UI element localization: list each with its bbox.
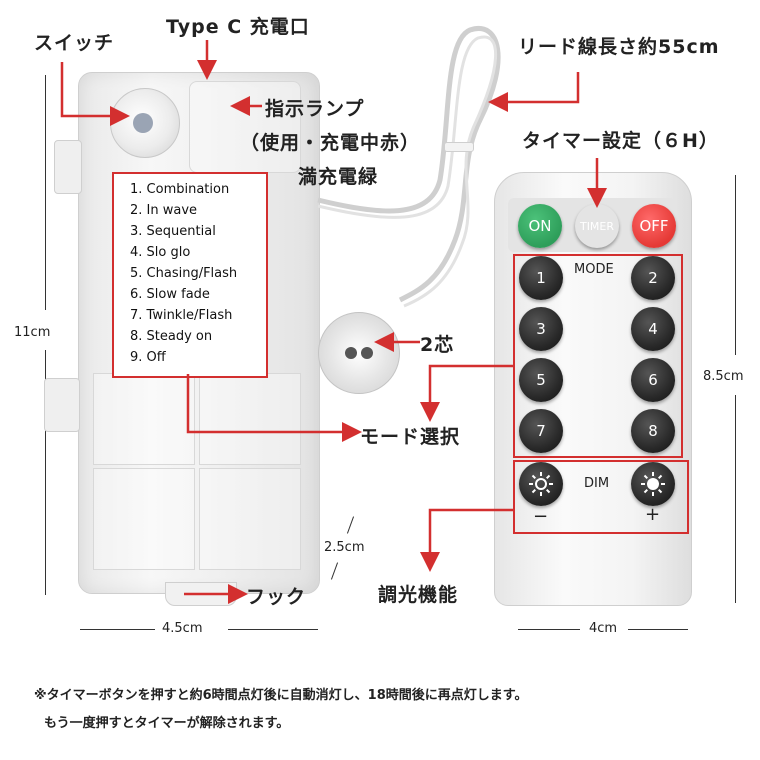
remote-width-label: 4cm — [589, 621, 618, 636]
sun-bright-icon — [641, 472, 665, 496]
lead-wire-label: リード線長さ約55cm — [518, 36, 720, 58]
mode-item-7: 7. Twinkle/Flash — [130, 308, 233, 323]
dim-up-button[interactable] — [631, 462, 675, 506]
note-line-1: ※タイマーボタンを押すと約6時間点灯後に自動消灯し、18時間後に再点灯します。 — [34, 688, 528, 703]
width-dimension-line-right — [228, 629, 318, 630]
hook-label: フック — [246, 586, 307, 608]
indicator-label-3: 満充電緑 — [298, 166, 379, 188]
two-core-label: 2芯 — [420, 334, 455, 356]
indicator-label-2: （使用・充電中赤） — [240, 132, 421, 154]
switch-arrow — [60, 62, 130, 126]
remote-height-line-bottom — [735, 395, 736, 603]
off-button[interactable]: OFF — [632, 204, 676, 248]
mode-button-6[interactable]: 6 — [631, 358, 675, 402]
connector-pin-1 — [345, 347, 357, 359]
height-dimension-label: 11cm — [14, 325, 51, 340]
timer-button[interactable]: TIMER — [575, 204, 619, 248]
mode-button-8[interactable]: 8 — [631, 409, 675, 453]
mode-item-4: 4. Slo glo — [130, 245, 191, 260]
note-line-2: もう一度押すとタイマーが解除されます。 — [44, 716, 290, 731]
switch-label: スイッチ — [34, 32, 115, 54]
mode-item-1: 1. Combination — [130, 182, 230, 197]
dim-label: DIM — [584, 476, 610, 491]
remote-height-line-top — [735, 175, 736, 355]
battery-compartment-3 — [93, 468, 195, 570]
dim-plus-label: + — [645, 504, 661, 525]
battery-compartment-2 — [199, 373, 301, 465]
mode-item-3: 3. Sequential — [130, 224, 216, 239]
dim-buttons-highlight — [513, 460, 689, 534]
depth-dimension-label: 2.5cm — [324, 540, 365, 555]
mode-button-3[interactable]: 3 — [519, 307, 563, 351]
dim-minus-label: − — [533, 506, 549, 527]
mode-item-2: 2. In wave — [130, 203, 198, 218]
height-dimension-line-bottom — [45, 350, 46, 595]
switch-knob-icon — [133, 113, 153, 133]
battery-compartment-4 — [199, 468, 301, 570]
mode-button-5[interactable]: 5 — [519, 358, 563, 402]
mode-item-6: 6. Slow fade — [130, 287, 210, 302]
mode-button-7[interactable]: 7 — [519, 409, 563, 453]
dimming-arrow — [420, 508, 513, 572]
mode-item-5: 5. Chasing/Flash — [130, 266, 238, 281]
mode-button-2[interactable]: 2 — [631, 256, 675, 300]
mode-buttons-highlight — [513, 254, 683, 458]
remote-width-line-right — [628, 629, 688, 630]
type-c-label: Type C 充電口 — [166, 16, 310, 38]
indicator-label-1: 指示ランプ — [265, 98, 365, 120]
dimming-label: 調光機能 — [378, 584, 459, 606]
lead-wire-arrow — [488, 72, 580, 112]
side-clip-top — [54, 140, 82, 194]
mode-button-1[interactable]: 1 — [519, 256, 563, 300]
sun-icon — [529, 472, 553, 496]
wire-tie — [444, 142, 474, 152]
mode-item-9: 9. Off — [130, 350, 166, 365]
mode-select-arrow-2 — [420, 364, 513, 422]
height-dimension-line-top — [45, 75, 46, 310]
remote-width-line-left — [518, 629, 580, 630]
mode-button-4[interactable]: 4 — [631, 307, 675, 351]
width-dimension-line-left — [80, 629, 155, 630]
two-core-connector — [318, 312, 400, 394]
width-dimension-label: 4.5cm — [162, 621, 203, 636]
mode-select-label: モード選択 — [360, 426, 461, 448]
remote-height-label: 8.5cm — [703, 369, 744, 384]
mode-list-panel: 1. Combination 2. In wave 3. Sequential … — [112, 172, 268, 378]
timer-setting-label: タイマー設定（６H） — [522, 130, 719, 152]
on-button[interactable]: ON — [518, 204, 562, 248]
mode-select-arrow-1 — [186, 374, 362, 442]
dim-down-button[interactable] — [519, 462, 563, 506]
mode-label: MODE — [574, 262, 614, 277]
side-clip-bottom — [44, 378, 80, 432]
connector-pin-2 — [361, 347, 373, 359]
mode-item-8: 8. Steady on — [130, 329, 213, 344]
